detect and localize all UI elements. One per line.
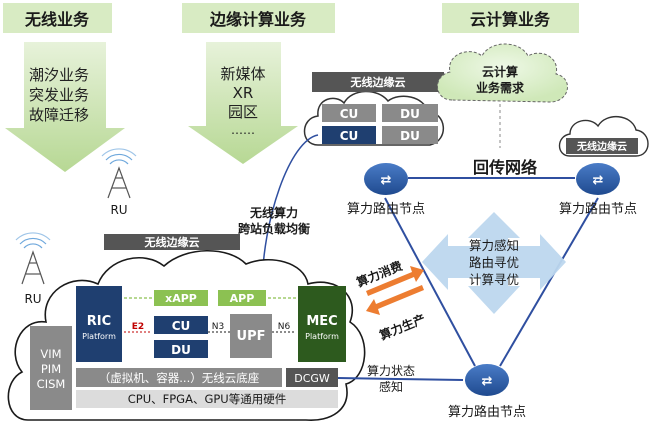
top-du-label-1: DU [400,107,420,121]
backhaul-label: 回传网络 [473,158,537,177]
upf-label: UPF [237,329,266,344]
aware-line-3: 计算寻优 [469,272,519,287]
header-cloud-box [442,3,579,33]
top-cu-label-2: CU [340,129,359,143]
header-wireless-box [3,3,112,33]
mec-box [298,286,346,362]
mec-sub-label: Platform [305,332,339,341]
router-left-label: 算力路由节点 [347,201,425,217]
n6-label: N6 [278,322,291,332]
e2-label: E2 [132,322,144,332]
wireless-arrow [5,42,125,172]
top-du-box-1 [382,104,438,122]
top-du-label-2: DU [400,129,420,143]
cloud-demand-bubble [437,43,568,103]
cloud-demand-line-1: 云计算 [482,64,518,79]
edge-service-1: 新媒体 [220,65,265,83]
ru-top-label: RU [110,203,127,217]
ric-sub-label: Platform [82,332,116,341]
vim-line-3: CISM [37,377,66,391]
top-edge-cloud-title: 无线边缘云 [350,75,406,89]
wireless-service-3: 故障迁移 [29,106,89,124]
dcgw-box [286,368,338,387]
edge-service-2: XR [233,84,254,102]
top-cu-box-2 [322,126,376,144]
wireless-service-1: 潮汐业务 [29,66,89,84]
base-label: （虚拟机、容器...）无线云底座 [99,371,259,385]
mec-label: MEC [306,314,337,329]
ru-tower-top-icon [101,148,137,199]
main-cloud-title: 无线边缘云 [144,235,200,249]
main-cu-label: CU [172,319,191,333]
router-left-icon: ⇄ [381,173,392,188]
router-bottom-label: 算力路由节点 [448,404,526,420]
app-box [218,290,266,306]
n3-label: N3 [212,322,224,332]
consume-arrow [366,266,424,296]
compute-aware-arrow [422,212,566,314]
state-line-1: 算力状态 [367,363,415,378]
router-left: ⇄ [364,163,408,195]
top-cu-box-1 [322,104,376,122]
main-cloud-title-bar [104,234,240,250]
router-bottom-icon: ⇄ [482,374,493,389]
top-right-cloud-title: 无线边缘云 [576,140,627,153]
upf-box [230,314,272,358]
header-edge: 边缘计算业务 [209,10,307,29]
state-line-2: 感知 [379,379,403,394]
cloud-demand-line-2: 业务需求 [476,80,525,95]
router-bottom: ⇄ [465,364,509,396]
vim-line-2: PIM [41,362,61,376]
app-label: APP [230,292,255,305]
top-right-cloud-title-bar [566,138,638,154]
right-bottom-link [499,197,599,367]
left-bottom-link [384,197,476,367]
top-edge-cloud-title-bar [312,72,444,92]
base-bar [76,368,282,387]
edge-arrow [188,42,298,164]
router-right: ⇄ [576,163,620,195]
dcgw-label: DCGW [294,372,330,385]
dcgw-router-link [337,377,464,381]
load-balance-line-2: 跨站负载均衡 [238,221,310,236]
aware-line-1: 算力感知 [469,238,519,253]
wireless-service-2: 突发业务 [29,86,89,104]
router-right-icon: ⇄ [593,173,604,188]
main-du-box [154,340,208,358]
ru-tower-left-icon [15,232,51,285]
hardware-label: CPU、FPGA、GPU等通用硬件 [128,392,286,406]
produce-arrow [366,285,424,315]
consume-label: 算力消费 [354,258,404,290]
main-cu-box [154,316,208,334]
ric-label: RIC [87,314,111,329]
ric-box [76,286,122,362]
top-du-box-2 [382,126,438,144]
vim-line-1: VIM [40,347,61,361]
edge-service-4: …… [231,123,255,137]
vim-box [30,326,72,410]
header-edge-box [182,3,335,33]
router-right-label: 算力路由节点 [559,201,637,217]
top-cu-label-1: CU [340,107,359,121]
edge-service-3: 园区 [228,103,258,121]
xapp-box [154,290,208,306]
produce-label: 算力生产 [377,311,427,343]
ru-left-label: RU [24,292,41,306]
header-cloud: 云计算业务 [470,10,551,29]
aware-line-2: 路由寻优 [469,255,519,270]
xapp-label: xAPP [165,292,197,305]
main-du-label: DU [171,343,191,357]
hardware-bar [76,390,338,408]
load-balance-line-1: 无线算力 [249,205,298,220]
header-wireless: 无线业务 [24,10,90,29]
